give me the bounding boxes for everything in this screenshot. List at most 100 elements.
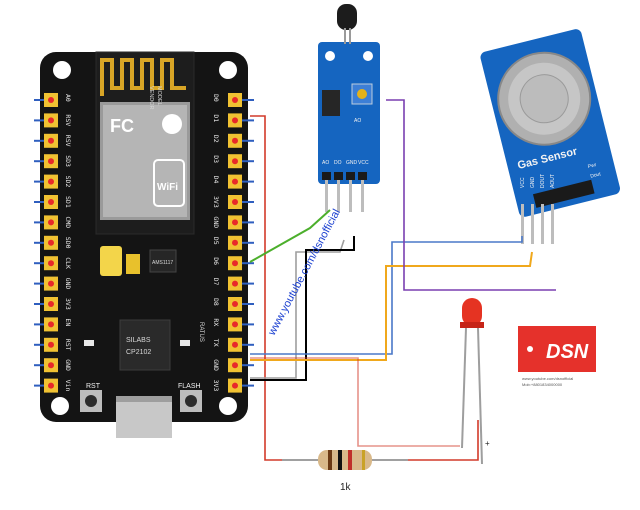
left-pin-labels: A0RSVRSVSD3SD2SD1CMDSD0CLKGND3V3ENRSTGND… — [34, 94, 72, 391]
left-header-hole — [48, 117, 54, 124]
dsn-logo-text: DSN — [546, 341, 589, 363]
right-pin-label: TX — [212, 339, 220, 347]
mount-hole-bl — [51, 397, 69, 415]
mount-hole-br — [219, 397, 237, 415]
right-pin-label: GND — [212, 359, 220, 371]
gas-pin-label: DOUT — [540, 174, 546, 188]
left-header-hole — [48, 219, 54, 226]
right-header-hole — [232, 382, 238, 389]
red-led: + — [460, 298, 490, 465]
regulator-chip — [149, 249, 177, 273]
right-pin-label: 3V3 — [212, 380, 220, 392]
mount-hole-tl — [53, 61, 71, 79]
led-cathode-leg — [461, 327, 467, 449]
capacitor-yellow — [100, 246, 122, 276]
gas-pin-vcc — [521, 204, 524, 244]
nodemcu-board: FC WiFi AMS1117 SILABS CP2102 RST FLASH … — [40, 51, 248, 438]
wire-red-resistor — [406, 420, 479, 461]
right-header-hole — [232, 97, 238, 103]
gas-pin-gnd — [531, 204, 534, 244]
left-pin-label: GND — [64, 278, 72, 290]
left-header-hole — [48, 301, 54, 307]
left-pin-label: SD3 — [64, 155, 72, 167]
wifi-mark: WiFi — [157, 182, 178, 193]
gas-led-dout: Dout — [590, 171, 602, 180]
usb-chip-line2: CP2102 — [126, 349, 151, 356]
left-pin-label: SD0 — [64, 237, 72, 249]
wire-orange — [250, 251, 533, 361]
flash-label: FLASH — [178, 383, 201, 390]
flame-pin-housing — [358, 172, 367, 180]
left-header-hole — [48, 382, 54, 389]
flash-button-cap[interactable] — [185, 395, 197, 407]
flame-pin-label: GND — [346, 160, 358, 166]
right-pin-label: D2 — [212, 135, 220, 143]
module-vendor: VENDOR — [148, 86, 154, 110]
flame-pin-label: DO — [334, 160, 342, 166]
dsn-logo-dot — [527, 346, 533, 352]
wifi-logo-icon — [162, 114, 182, 134]
right-header-hole — [232, 178, 238, 185]
resistor-band-2 — [338, 450, 342, 470]
led-anode-leg — [477, 327, 483, 465]
left-pin-label: Vin — [64, 380, 72, 392]
diode-leg-2 — [349, 28, 351, 44]
left-pin-label: A0 — [64, 94, 72, 102]
right-header-hole — [232, 321, 238, 328]
right-pin-header — [228, 93, 242, 393]
potentiometer-screw[interactable] — [357, 89, 367, 99]
resistor-band-4 — [362, 450, 365, 470]
left-pin-header — [44, 93, 58, 393]
capacitor-small — [126, 254, 140, 274]
gas-pin-label: GND — [530, 177, 536, 189]
flame-pin-gnd — [349, 172, 352, 212]
gas-led-pwr: Pwr — [587, 162, 597, 170]
right-header-hole — [232, 239, 238, 246]
right-header-hole — [232, 137, 238, 144]
left-header-hole — [48, 260, 54, 267]
right-header-hole — [232, 219, 238, 226]
resistor-value: 1k — [340, 482, 352, 493]
flame-pin-ao — [325, 172, 328, 212]
left-pin-label: SD2 — [64, 176, 72, 188]
left-header-hole — [48, 97, 54, 103]
gas-pin-header — [532, 179, 595, 208]
gas-pin-aout — [551, 204, 554, 244]
flame-pin-housing — [334, 172, 343, 180]
left-pin-label: RSV — [64, 135, 72, 147]
left-pin-label: 3V3 — [64, 298, 72, 310]
flame-pin-label: VCC — [358, 160, 369, 166]
left-header-hole — [48, 362, 54, 369]
gas-pin-label: VCC — [520, 177, 526, 188]
led-rim — [460, 322, 484, 328]
right-header-hole — [232, 341, 238, 348]
left-pin-label: RST — [64, 339, 72, 351]
right-pin-label: GND — [212, 216, 220, 228]
right-pin-label: D0 — [212, 94, 220, 102]
gas-pin-label: AOUT — [550, 174, 556, 188]
right-header-hole — [232, 158, 238, 165]
diode-leg-1 — [344, 28, 346, 44]
led-plus-label: + — [485, 439, 490, 448]
pcb-antenna — [100, 58, 186, 96]
right-header-hole — [232, 362, 238, 369]
usb-chip-line1: SILABS — [126, 337, 151, 344]
rst-button-cap[interactable] — [85, 395, 97, 407]
flame-pin-housing — [322, 172, 331, 180]
micro-usb-port — [116, 396, 172, 438]
right-header-hole — [232, 301, 238, 307]
regulator-label: AMS1117 — [152, 260, 173, 266]
flame-pin-housing — [346, 172, 355, 180]
right-pin-label: D4 — [212, 176, 220, 184]
mq-sensor-inner — [519, 74, 569, 124]
right-pin-label: RX — [212, 318, 220, 326]
dsn-logo-sub2: Mob:+8801834000000 — [522, 382, 563, 387]
wire-green-signal — [249, 209, 331, 263]
flame-pin-labels: AO — [354, 118, 361, 124]
flame-mount-hole-r — [363, 51, 373, 61]
right-pin-label: D3 — [212, 155, 220, 163]
